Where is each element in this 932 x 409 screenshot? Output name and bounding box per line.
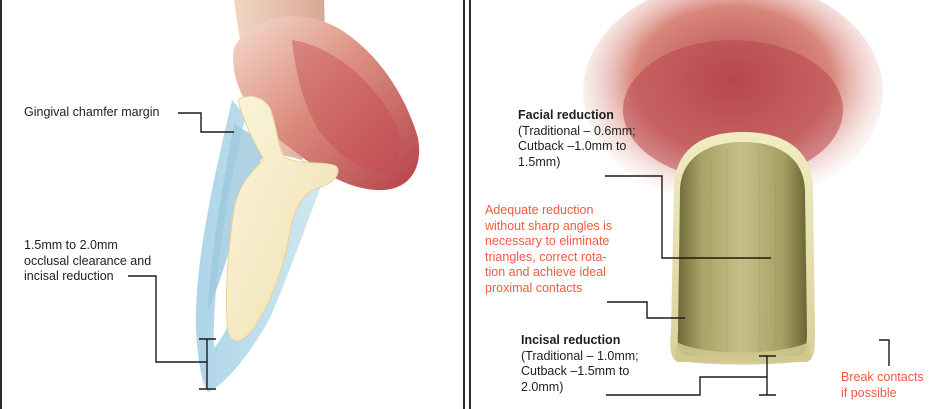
incisal-reduction-label: Incisal reduction (Traditional – 1.0mm; … xyxy=(521,333,639,395)
cross-section-panel: Gingival chamfer margin 1.5mm to 2.0mm o… xyxy=(0,0,465,409)
prepared-crown-shape xyxy=(678,142,807,356)
facial-reduction-title: Facial reduction xyxy=(518,108,636,124)
facial-detail-line-1: (Traditional – 0.6mm; xyxy=(518,124,636,140)
incisal-detail-line-3: 2.0mm) xyxy=(521,380,639,396)
adequate-line-4: triangles, correct rota- xyxy=(485,250,612,266)
adequate-line-5: tion and achieve ideal xyxy=(485,265,612,281)
facial-reduction-label: Facial reduction (Traditional – 0.6mm; C… xyxy=(518,108,636,170)
adequate-line-6: proximal contacts xyxy=(485,281,612,297)
gingival-chamfer-text: Gingival chamfer margin xyxy=(24,105,159,121)
break-contacts-note: Break contacts if possible xyxy=(841,370,924,401)
facial-detail-line-3: 1.5mm) xyxy=(518,155,636,171)
cross-section-illustration xyxy=(2,0,465,409)
adequate-line-2: without sharp angles is xyxy=(485,219,612,235)
gingival-chamfer-label: Gingival chamfer margin xyxy=(24,105,159,121)
adequate-reduction-note: Adequate reduction without sharp angles … xyxy=(485,203,612,296)
incisal-reduction-title: Incisal reduction xyxy=(521,333,639,349)
clearance-line-3: incisal reduction xyxy=(24,269,151,285)
incisal-detail-line-2: Cutback –1.5mm to xyxy=(521,364,639,380)
break-contacts-leader xyxy=(879,340,889,366)
clearance-line-2: occlusal clearance and xyxy=(24,254,151,270)
facial-view-panel: Facial reduction (Traditional – 0.6mm; C… xyxy=(469,0,932,409)
break-line-2: if possible xyxy=(841,386,924,402)
clearance-line-1: 1.5mm to 2.0mm xyxy=(24,238,151,254)
clearance-leader xyxy=(128,276,177,362)
adequate-line-3: necessary to eliminate xyxy=(485,234,612,250)
break-line-1: Break contacts xyxy=(841,370,924,386)
adequate-line-1: Adequate reduction xyxy=(485,203,612,219)
incisal-detail-line-1: (Traditional – 1.0mm; xyxy=(521,349,639,365)
clearance-label: 1.5mm to 2.0mm occlusal clearance and in… xyxy=(24,238,151,285)
facial-detail-line-2: Cutback –1.0mm to xyxy=(518,139,636,155)
